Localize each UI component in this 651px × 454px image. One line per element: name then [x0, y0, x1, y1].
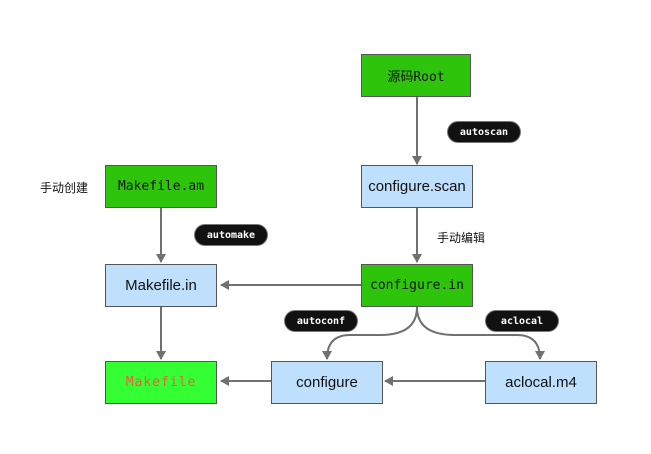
node-configure-scan: configure.scan: [361, 165, 473, 208]
label-autoconf: autoconf: [284, 310, 358, 332]
label-automake: automake: [194, 224, 268, 246]
note-manual-create: 手动创建: [40, 181, 89, 195]
label-aclocal-text: aclocal: [500, 315, 544, 327]
node-configure-label: configure: [296, 374, 358, 391]
node-makefile-am-label: Makefile.am: [117, 179, 205, 194]
arrow-configure-in-to-configure: [322, 306, 418, 360]
note-manual-edit: 手动编辑: [437, 231, 486, 245]
label-aclocal: aclocal: [485, 310, 559, 332]
node-makefile-in-label: Makefile.in: [125, 277, 197, 294]
node-makefile-label: Makefile: [125, 375, 197, 390]
node-configure-in: configure.in: [361, 264, 473, 307]
label-automake-text: automake: [206, 229, 256, 241]
node-makefile-am: Makefile.am: [105, 165, 217, 208]
node-configure-scan-label: configure.scan: [368, 178, 466, 195]
node-makefile-in: Makefile.in: [105, 264, 217, 307]
node-source-root: 源码Root: [361, 54, 471, 97]
label-autoscan: autoscan: [447, 121, 521, 143]
node-makefile: Makefile: [105, 361, 217, 404]
node-aclocal-m4-label: aclocal.m4: [505, 374, 577, 391]
arrow-configure-in-to-aclocal: [416, 306, 545, 360]
node-source-root-label: 源码Root: [387, 70, 445, 85]
node-configure: configure: [271, 361, 383, 404]
label-autoconf-text: autoconf: [296, 315, 346, 327]
node-aclocal-m4: aclocal.m4: [485, 361, 597, 404]
node-configure-in-label: configure.in: [370, 278, 464, 293]
label-autoscan-text: autoscan: [459, 126, 509, 138]
